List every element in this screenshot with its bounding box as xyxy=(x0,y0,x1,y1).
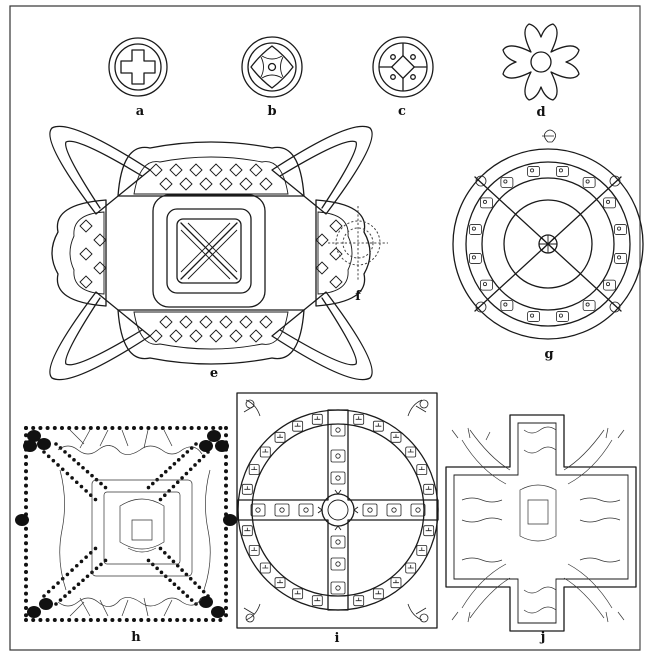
label-g: g xyxy=(544,347,553,362)
label-j: j xyxy=(540,630,546,645)
band-glyph xyxy=(275,504,289,516)
band-glyph xyxy=(411,504,425,516)
label-c: c xyxy=(398,104,406,119)
label-h: h xyxy=(131,630,141,645)
figure-h xyxy=(15,426,237,622)
band-glyph xyxy=(251,504,265,516)
figure-c xyxy=(373,37,433,97)
figure-b xyxy=(242,37,302,97)
figure-i xyxy=(237,393,438,628)
band-glyph xyxy=(299,504,313,516)
label-i: i xyxy=(335,631,340,646)
band-glyph xyxy=(331,558,345,570)
figure-d xyxy=(503,24,579,100)
band-glyph xyxy=(331,582,345,594)
band-glyph xyxy=(331,450,345,462)
figure-e xyxy=(50,126,372,379)
figure-f xyxy=(328,206,388,280)
band-glyph xyxy=(331,536,345,548)
figure-a xyxy=(109,38,167,96)
label-b: b xyxy=(267,104,276,119)
label-e: e xyxy=(210,366,218,381)
plate-border xyxy=(10,6,640,650)
label-a: a xyxy=(136,104,145,119)
label-d: d xyxy=(536,105,545,120)
figure-j xyxy=(446,415,636,631)
band-glyph xyxy=(387,504,401,516)
band-glyph xyxy=(331,472,345,484)
figure-g xyxy=(453,130,643,339)
band-glyph xyxy=(363,504,377,516)
band-glyph xyxy=(331,424,345,436)
